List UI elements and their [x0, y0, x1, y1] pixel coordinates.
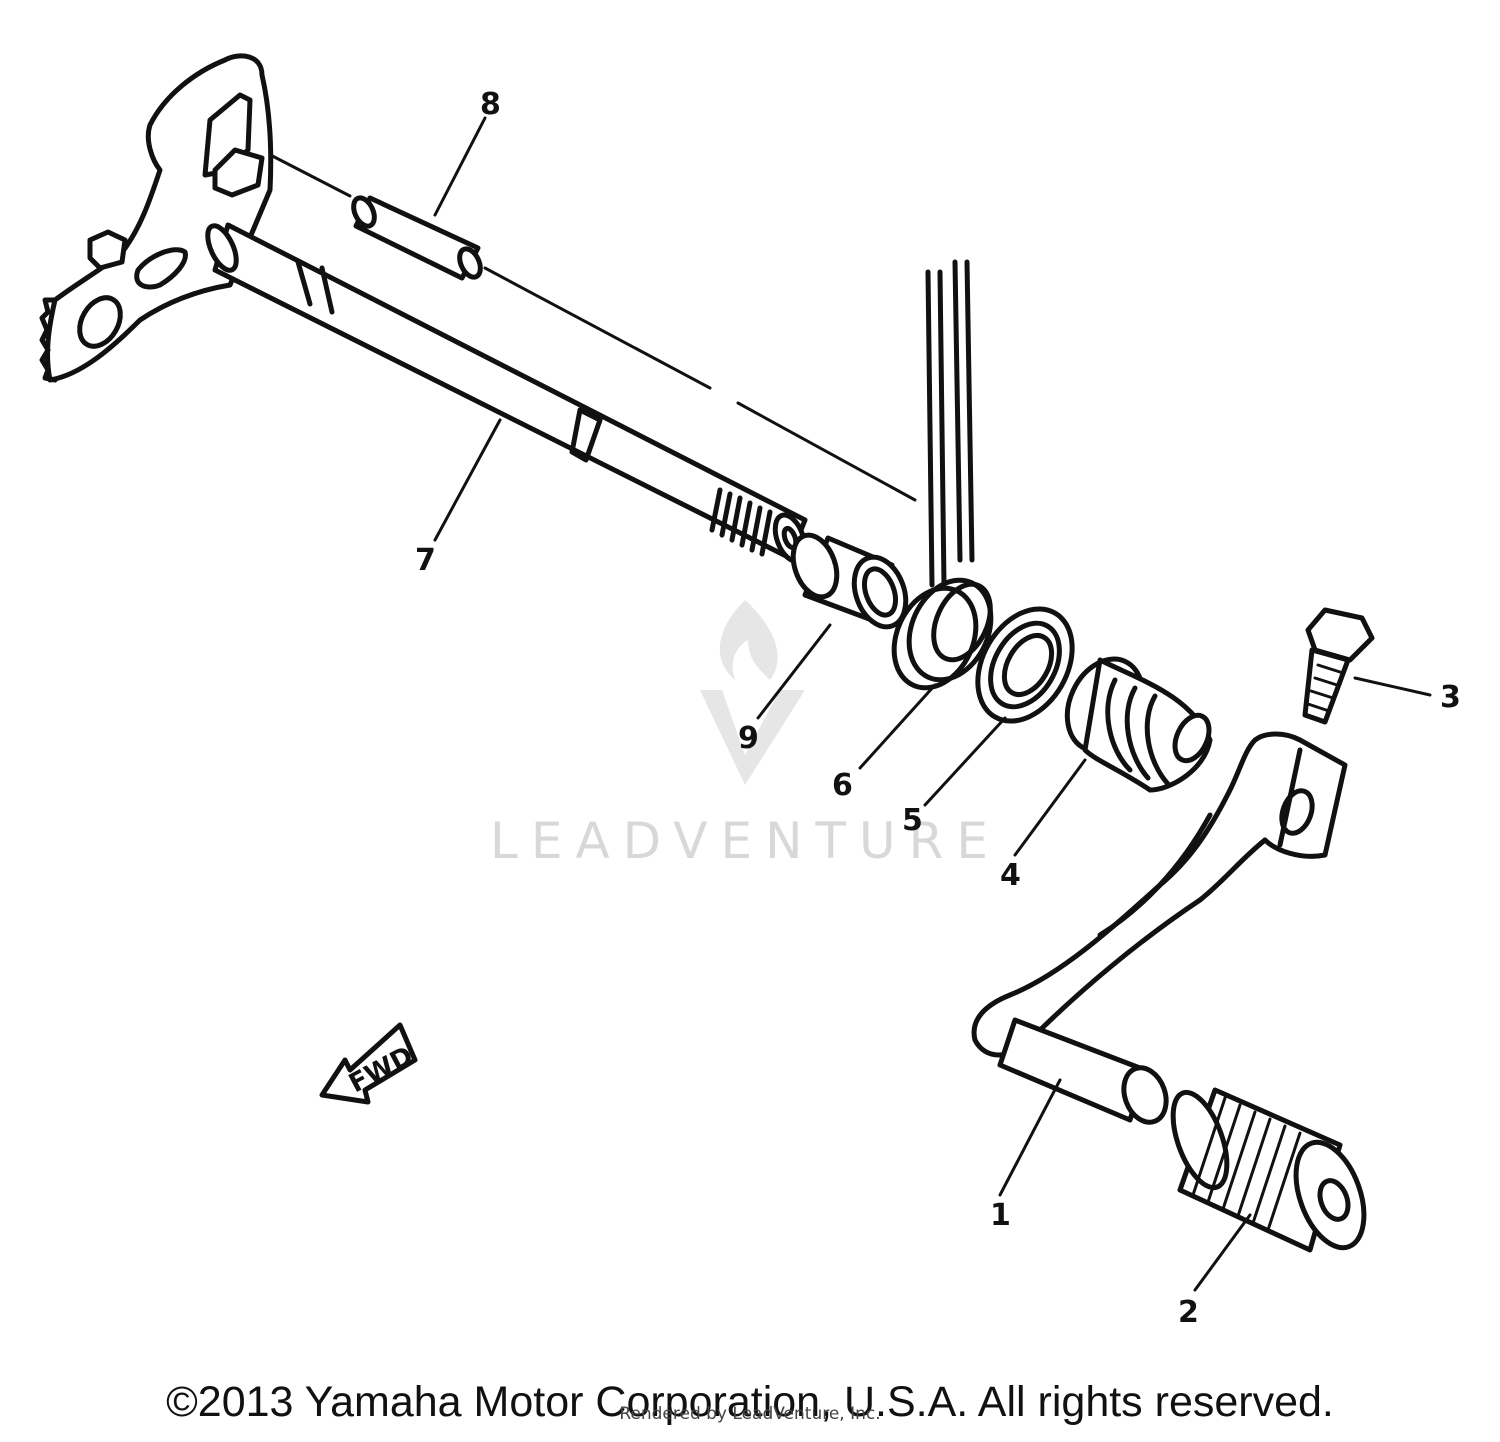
shift-shaft — [39, 53, 808, 564]
part-number-8: 8 — [480, 87, 501, 122]
leadventure-logo-watermark: LEADVENTURE — [490, 600, 1001, 870]
collar — [790, 532, 909, 630]
forward-direction-arrow: FWD — [319, 1022, 418, 1105]
torsion-spring — [891, 259, 994, 691]
oil-seal — [975, 606, 1075, 724]
part-number-9: 9 — [738, 721, 759, 756]
part-number-1: 1 — [990, 1198, 1011, 1233]
pedal-rubber — [1170, 1087, 1367, 1253]
part-number-4: 4 — [1000, 858, 1021, 893]
part-number-3: 3 — [1440, 680, 1461, 715]
leader-lines — [433, 116, 1432, 1292]
part-number-5: 5 — [902, 803, 923, 838]
clamp-bolt — [1302, 607, 1375, 725]
shaft-spline — [709, 487, 773, 557]
part-number-2: 2 — [1178, 1295, 1199, 1330]
rubber-boot — [1064, 656, 1213, 793]
part-number-7: 7 — [415, 543, 436, 578]
part-number-callouts: 1 2 3 4 5 6 7 8 9 — [415, 87, 1461, 1330]
watermark-brand-text: LEADVENTURE — [490, 812, 1001, 870]
dowel-pin — [351, 195, 483, 281]
rendered-by-note: Rendered by LeadVenture, Inc. — [619, 1404, 881, 1424]
part-number-6: 6 — [832, 768, 853, 803]
copyright-notice: ©2013 Yamaha Motor Corporation, U.S.A. A… — [166, 1378, 1334, 1426]
shift-pedal-lever — [971, 731, 1348, 1125]
